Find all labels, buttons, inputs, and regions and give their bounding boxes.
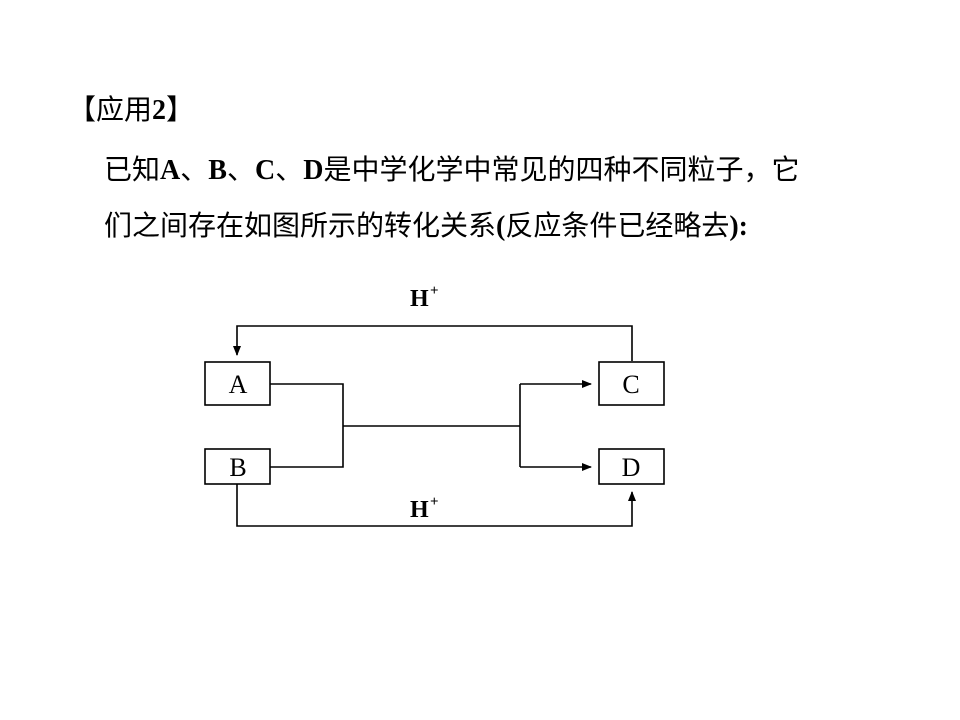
- heading-number: 2: [152, 95, 167, 126]
- text-segment: B: [208, 155, 227, 186]
- heading-bracket-close: 】: [166, 93, 195, 126]
- section-heading: 【应用2】: [68, 90, 194, 131]
- text-segment: (: [496, 211, 506, 242]
- text-segment: 已知: [104, 153, 161, 186]
- bottom-reaction-arrow: [236, 484, 636, 527]
- text-segment: 反应条件已经略去: [505, 209, 730, 242]
- bottom-reagent-charge: +: [430, 494, 439, 510]
- problem-text-line-1: 已知A、B、C、D是中学化学中常见的四种不同粒子，它: [104, 150, 799, 191]
- text-segment: D: [303, 155, 324, 186]
- box-b: [204, 448, 271, 485]
- text-segment: 是中学化学中常见的四种不同粒子，它: [323, 153, 800, 186]
- text-segment: 、: [226, 153, 255, 186]
- box-d: [598, 448, 665, 485]
- bottom-reagent-label: H: [410, 497, 429, 523]
- top-reaction-arrow: [233, 325, 633, 361]
- text-segment: 、: [275, 153, 304, 186]
- top-reagent-label: H: [410, 286, 429, 312]
- text-segment: ):: [729, 211, 749, 242]
- heading-bracket-open: 【: [68, 93, 97, 126]
- box-b-label: B: [229, 453, 246, 482]
- box-a: [204, 361, 271, 406]
- text-segment: 们之间存在如图所示的转化关系: [104, 209, 497, 242]
- heading-text: 应用: [96, 93, 153, 126]
- top-reagent-charge: +: [430, 283, 439, 299]
- text-segment: C: [254, 155, 276, 186]
- text-segment: 、: [180, 153, 209, 186]
- problem-text-line-2: 们之间存在如图所示的转化关系(反应条件已经略去):: [104, 206, 748, 247]
- box-a-label: A: [229, 370, 248, 399]
- box-d-label: D: [622, 453, 641, 482]
- box-c-label: C: [622, 370, 639, 399]
- a-reactant-line: [270, 383, 344, 468]
- box-c: [598, 361, 665, 406]
- text-segment: A: [160, 155, 181, 186]
